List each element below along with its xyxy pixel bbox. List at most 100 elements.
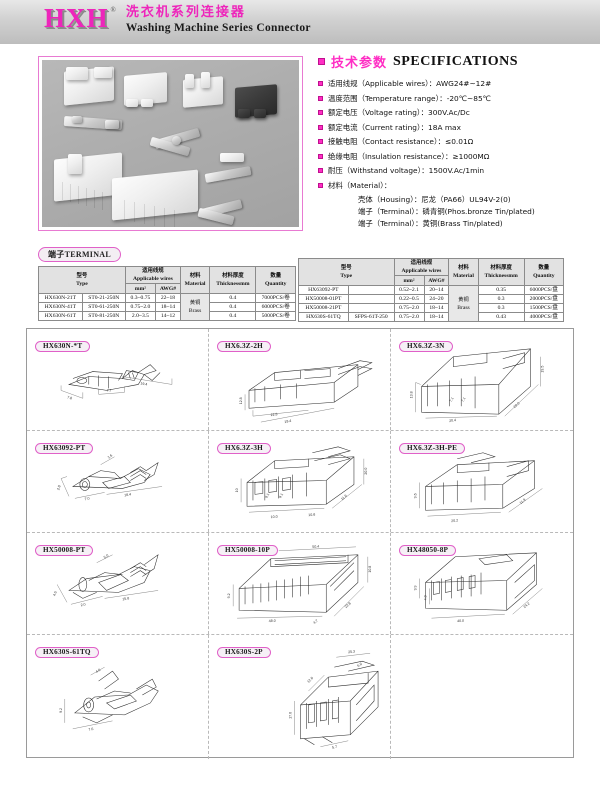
spec-item: 适用线规（Applicable wires）：AWG24#~12# <box>318 78 594 89</box>
drawing-label: HX630N-*T <box>35 340 91 352</box>
dim-label: 7.1 <box>461 396 467 402</box>
header-titles: 洗衣机系列连接器 Washing Machine Series Connecto… <box>126 5 311 36</box>
dim-label: 4.0 <box>424 595 428 600</box>
spec-item-text: 额定电流（Current rating）：18A max <box>328 122 461 132</box>
dim-label: 9.9 <box>414 585 418 590</box>
cell-awg: 22~18 <box>155 293 181 303</box>
dim-label: 9.1 <box>278 493 284 499</box>
drawing-cell-hx630s-61tq: HX630S-61TQ <box>27 635 209 759</box>
dim-label: 5.7 <box>332 745 338 750</box>
drawing-label: HX48050-8P <box>399 544 457 556</box>
cell-type1: HX63092-PT <box>298 285 349 295</box>
dim-label: 12.8 <box>239 397 243 404</box>
drawing-hx63z-2h: 12.8 22.8 19.4 <box>209 329 390 430</box>
registered-mark-icon: ® <box>110 6 116 14</box>
spec-item-text: 绝缘电阻（Insulation resistance）：≥1000MΩ <box>328 151 490 161</box>
drawing-hx48050-8p: 9.9 4.0 40.0 24.2 <box>391 533 573 634</box>
col-mm2: mm² <box>124 283 157 294</box>
cell-type1: HX630N-41T <box>38 302 83 312</box>
spec-item-text: 材料（Material）： <box>328 180 392 190</box>
drawing-cell-hx48050-8p: HX48050-8P <box>391 533 573 634</box>
cell-type2: ST0-21-250N <box>81 293 126 303</box>
dim-label: 25.3 <box>348 650 355 655</box>
dim-label: 10.0 <box>271 515 278 520</box>
cell-type2 <box>347 294 395 304</box>
dim-label: 9.6 <box>414 493 418 498</box>
cell-type1: HX630N-61T <box>38 311 83 321</box>
spec-item-text: 额定电压（Voltage rating）：300V.Ac/Dc <box>328 108 470 117</box>
drawings-row: HX630N-*T <box>27 329 573 431</box>
dim-label: 13.8 <box>410 391 414 398</box>
top-section: 技术参数 SPECIFICATIONS 适用线规（Applicable wire… <box>0 44 600 244</box>
dim-label: 19.4 <box>140 381 147 386</box>
dim-label: 7.0 <box>84 496 90 501</box>
page-header: HXH ® 洗衣机系列连接器 Washing Machine Series Co… <box>0 0 600 44</box>
drawing-cell-empty <box>391 635 573 759</box>
drawing-cell-hx50008-10p: HX50008-10P <box>209 533 391 634</box>
bullet-square-icon <box>318 110 323 115</box>
cell-mm2: 2.0~3.5 <box>124 311 157 321</box>
dim-label: 22.8 <box>344 601 352 609</box>
material-subline: 端子（Terminal）：磷青铜(Phos.bronze Tin/plated) <box>358 207 535 216</box>
drawing-cell-hx63092-pt: HX63092-PT <box>27 431 209 532</box>
drawing-label: HX63092-PT <box>35 442 94 454</box>
cell-mm2: 0.75~2.0 <box>393 303 425 313</box>
logo-text: HXH <box>44 3 109 33</box>
drawing-cell-hx63z-3h-pe: HX6.3Z-3H-PE <box>391 431 573 532</box>
dim-label: 9.1 <box>264 493 270 499</box>
dim-label: 40.0 <box>457 619 464 623</box>
spec-item: 材料（Material）： <box>318 180 594 191</box>
spec-items-list: 适用线规（Applicable wires）：AWG24#~12# 温度范围（T… <box>318 78 594 191</box>
bullet-square-icon <box>318 124 323 130</box>
product-photo <box>38 56 303 231</box>
product-photo-inner <box>42 60 299 227</box>
bullet-square-icon <box>318 81 323 86</box>
dim-label: 10 <box>235 488 239 492</box>
material-subline: 端子（Terminal）：黄铜(Brass Tin/plated) <box>358 219 503 228</box>
drawing-hx630s-61tq: 9.2 7.6 4.0 <box>27 635 208 759</box>
cell-type2 <box>347 303 395 313</box>
spec-item: 温度范围（Temperature range）：-20℃~85℃ <box>318 93 594 104</box>
dim-label: 7.1 <box>449 396 455 402</box>
dim-label: 5.0 <box>103 553 109 559</box>
drawing-label: HX50008-10P <box>217 544 278 556</box>
table-row: HX630N-41T ST0-61-250N 0.75~2.0 18~14 0.… <box>38 302 296 312</box>
drawing-cell-hx63z-2h: HX6.3Z-2H <box>209 329 391 430</box>
spec-item: 耐压（Withstand voltage）：1500V.Ac/1min <box>318 165 594 176</box>
dim-label: 18.4 <box>124 492 131 497</box>
dim-label: 20.4 <box>449 418 456 423</box>
spec-title-en: SPECIFICATIONS <box>393 53 519 69</box>
dim-label: 10.8 <box>368 566 372 573</box>
cell-awg: 18~14 <box>423 303 450 313</box>
dim-label: 24.2 <box>523 602 531 610</box>
terminal-section-badge: 端子TERMINAL <box>38 247 122 262</box>
cell-type1: HX630S-61TQ <box>298 312 349 322</box>
cell-awg: 20~14 <box>423 285 450 295</box>
dim-label: 9.2 <box>227 593 231 598</box>
dim-label: 17.6 <box>289 712 293 719</box>
bullet-square-icon <box>318 58 325 65</box>
cell-quantity: 4000PCS/盘 <box>523 312 565 322</box>
cell-mm2: 0.3~0.75 <box>124 293 157 303</box>
cell-thickness: 0.4 <box>209 302 257 312</box>
drawing-hx630n-t: 7.8 7.7 19.4 <box>27 329 208 430</box>
cell-thickness: 0.3 <box>477 294 525 304</box>
dim-label: 50.4 <box>312 544 319 548</box>
dim-label: 22.8 <box>270 412 277 417</box>
drawing-hx63092-pt: 2.8 7.0 18.4 1.6 <box>27 431 208 532</box>
cell-awg: 18~14 <box>423 312 450 322</box>
spec-item: 绝缘电阻（Insulation resistance）：≥1000MΩ <box>318 151 594 162</box>
brand-logo: HXH ® 洗衣机系列连接器 Washing Machine Series Co… <box>44 3 311 36</box>
drawings-row: HX630S-61TQ <box>27 635 573 759</box>
